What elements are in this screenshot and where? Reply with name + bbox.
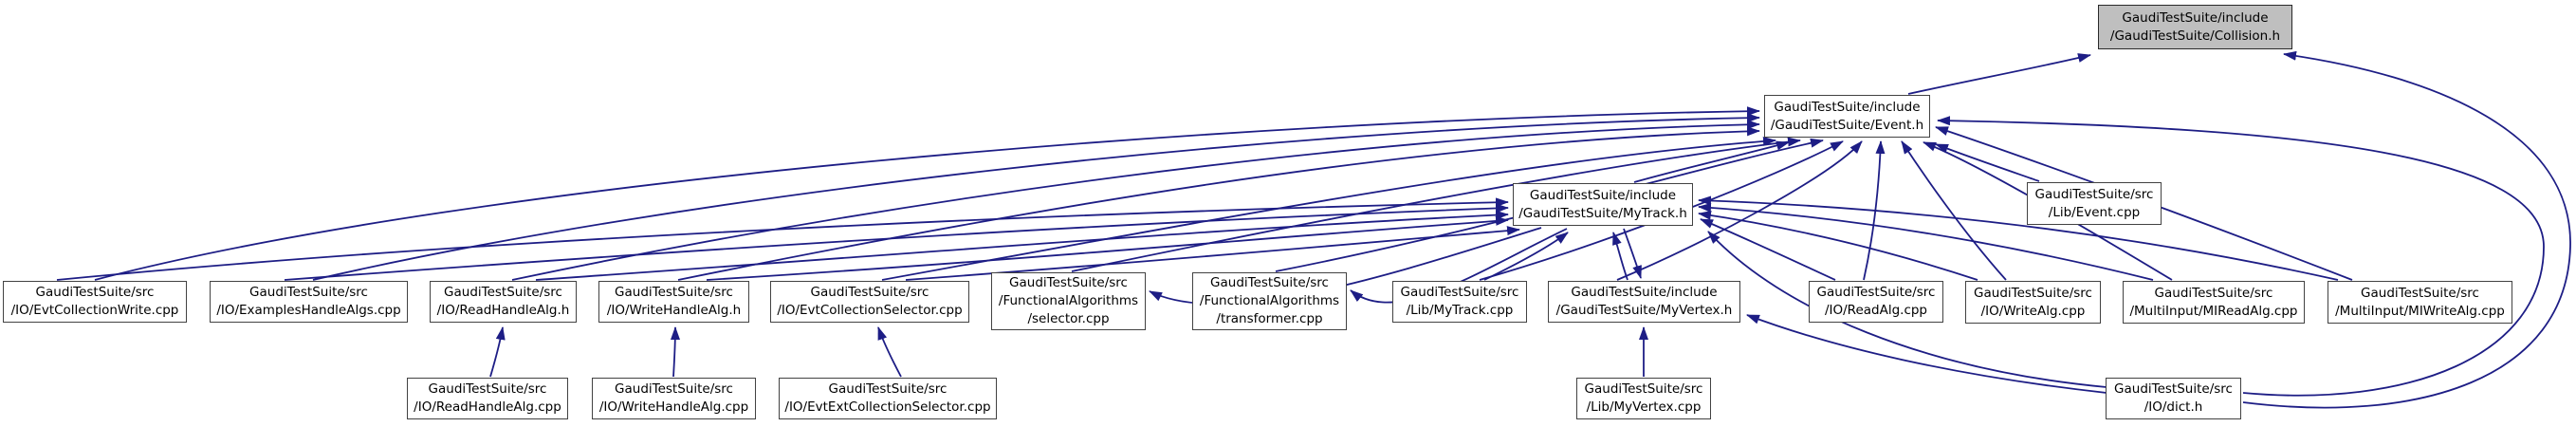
node-transformer-cpp[interactable]: GaudiTestSuite/src /FunctionalAlgorithms… [1192,272,1347,330]
node-label: GaudiTestSuite/src [2154,285,2273,301]
node-label: /MultiInput/MIWriteAlg.cpp [2335,303,2505,319]
edge-myvertex_h-to-event [1616,140,1863,281]
node-label: GaudiTestSuite/src [2034,186,2154,202]
node-label: /IO/WriteHandleAlg.h [606,303,742,318]
node-label: GaudiTestSuite/src [2114,381,2233,397]
node-collision-h[interactable]: GaudiTestSuite/include /GaudiTestSuite/C… [2098,5,2292,49]
node-io-dict-h[interactable]: GaudiTestSuite/src /IO/dict.h [2106,378,2241,419]
node-writealg-cpp[interactable]: GaudiTestSuite/src /IO/WriteAlg.cpp [1965,281,2101,324]
node-label: GaudiTestSuite/src [1400,285,1519,300]
node-label: GaudiTestSuite/include [1529,187,1677,203]
edge-myvertex_h-to-mytrack [1612,232,1628,281]
edge-evtcollectionwrite_cpp-to-mytrack [56,197,1509,281]
node-label: /IO/EvtCollectionSelector.cpp [777,303,963,318]
node-evtcollectionwrite-cpp[interactable]: GaudiTestSuite/src /IO/EvtCollectionWrit… [3,281,187,323]
node-label: /selector.cpp [1027,311,1110,326]
node-label: GaudiTestSuite/src [810,285,929,300]
edge-writealg_cpp-to-mytrack [1698,210,1978,281]
edge-writehandlealg_h-to-mytrack [706,215,1509,281]
edge-writehandlealg_cpp-to-writehandlealg_h [670,326,680,378]
node-label: /IO/EvtExtCollectionSelector.cpp [784,399,991,415]
node-event-h[interactable]: GaudiTestSuite/include /GaudiTestSuite/E… [1764,95,1930,138]
node-label: /Lib/MyVertex.cpp [1586,399,1702,415]
edge-readhandlealg_h-to-mytrack [535,210,1509,281]
node-label: GaudiTestSuite/src [1974,285,2092,301]
edge-dict_h-to-collision [2242,50,2571,409]
node-label: /FunctionalAlgorithms [1199,293,1340,308]
edge-dict_h-to-mytrack [1707,231,2107,388]
node-label: /GaudiTestSuite/Event.h [1770,117,1924,133]
edge-writealg_cpp-to-event [1901,140,2007,281]
node-label: GaudiTestSuite/src [1009,275,1128,290]
node-miwritealg-cpp[interactable]: GaudiTestSuite/src /MultiInput/MIWriteAl… [2328,281,2512,324]
edge-mytrack-to-myvertex_h [1623,228,1642,279]
node-label: /IO/ReadAlg.cpp [1824,303,1928,318]
node-readalg-cpp[interactable]: GaudiTestSuite/src /IO/ReadAlg.cpp [1809,281,1943,323]
node-label: GaudiTestSuite/src [35,285,155,300]
edge-dict_h-to-event [1937,116,2545,397]
edge-readalg_cpp-to-mytrack [1700,218,1836,281]
node-label: /GaudiTestSuite/Collision.h [2109,28,2281,44]
edge-readhandlealg_h-to-event [511,120,1760,281]
node-writehandlealg-h[interactable]: GaudiTestSuite/src /IO/WriteHandleAlg.h [598,281,749,323]
node-label: /IO/ExamplesHandleAlgs.cpp [216,303,401,318]
edge-dict_h-to-myvertex_h [1746,314,2107,394]
node-label: /IO/ReadHandleAlg.cpp [414,399,561,415]
node-label: /IO/WriteHandleAlg.cpp [598,399,749,415]
node-selector-cpp[interactable]: GaudiTestSuite/src /FunctionalAlgorithms… [991,272,1146,330]
edge-event-to-collision [1907,53,2091,95]
edge-evtcollectionselector_cpp-to-event [881,136,1776,281]
edge-exampleshandlealgs_cpp-to-mytrack [284,203,1509,281]
node-label: GaudiTestSuite/include [1774,99,1921,115]
node-label: /GaudiTestSuite/MyTrack.h [1518,205,1687,221]
node-label: /IO/ReadHandleAlg.h [436,303,570,318]
edge-exampleshandlealgs_cpp-to-event [312,113,1760,281]
node-myvertex-h[interactable]: GaudiTestSuite/include /GaudiTestSuite/M… [1548,281,1740,323]
node-label: GaudiTestSuite/src [1816,285,1936,300]
node-evtcollectionselector-cpp[interactable]: GaudiTestSuite/src /IO/EvtCollectionSele… [770,281,969,323]
node-label: /IO/WriteAlg.cpp [1980,303,2086,319]
edge-lib_event_cpp-to-event [1935,143,2040,182]
node-lib-mytrack-cpp[interactable]: GaudiTestSuite/src /Lib/MyTrack.cpp [1392,281,1527,323]
node-readhandlealg-h[interactable]: GaudiTestSuite/src /IO/ReadHandleAlg.h [430,281,577,323]
node-label: GaudiTestSuite/src [2361,285,2479,301]
node-label: GaudiTestSuite/src [444,285,562,300]
node-label: /Lib/Event.cpp [2048,204,2141,220]
node-label: GaudiTestSuite/src [1210,275,1329,290]
node-readhandlealg-cpp[interactable]: GaudiTestSuite/src /IO/ReadHandleAlg.cpp [407,378,568,419]
node-label: /MultiInput/MIReadAlg.cpp [2129,303,2298,319]
edge-readhandlealg_cpp-to-readhandlealg_h [489,326,506,378]
node-label: GaudiTestSuite/src [428,381,547,397]
edge-readalg_cpp-to-event [1863,140,1886,281]
node-label: /GaudiTestSuite/MyVertex.h [1555,303,1733,318]
node-label: GaudiTestSuite/src [249,285,368,300]
edge-evtcollectionwrite_cpp-to-event [94,106,1760,281]
node-mireadalg-cpp[interactable]: GaudiTestSuite/src /MultiInput/MIReadAlg… [2123,281,2305,324]
node-label: GaudiTestSuite/src [1584,381,1703,397]
node-lib-myvertex-cpp[interactable]: GaudiTestSuite/src /Lib/MyVertex.cpp [1576,378,1711,419]
node-label: /FunctionalAlgorithms [998,293,1139,308]
node-label: GaudiTestSuite/src [615,285,733,300]
node-label: GaudiTestSuite/src [828,381,948,397]
edge-mireadalg_cpp-to-mytrack [1698,202,2154,281]
node-label: GaudiTestSuite/src [615,381,733,397]
node-evtextcollectionselector-cpp[interactable]: GaudiTestSuite/src /IO/EvtExtCollectionS… [779,378,997,419]
edge-evtextcollectionselector_cpp-to-evtcollectionselector_cpp [877,326,902,378]
node-label: /IO/EvtCollectionWrite.cpp [10,303,179,318]
edge-miwritealg_cpp-to-mytrack [1698,195,2339,281]
node-label: /IO/dict.h [2144,399,2203,415]
node-lib-event-cpp[interactable]: GaudiTestSuite/src /Lib/Event.cpp [2027,182,2162,225]
edge-lib_mytrack_cpp-to-mytrack [1483,232,1569,281]
edge-selector_cpp-to-event [1071,137,1801,272]
node-label: /transformer.cpp [1216,311,1323,326]
edge-mytrack-to-event [1633,140,1790,183]
node-writehandlealg-cpp[interactable]: GaudiTestSuite/src /IO/WriteHandleAlg.cp… [592,378,756,419]
node-label: GaudiTestSuite/include [2122,9,2269,26]
node-mytrack-h[interactable]: GaudiTestSuite/include /GaudiTestSuite/M… [1513,183,1693,226]
node-label: GaudiTestSuite/include [1571,285,1718,300]
node-exampleshandlealgs-cpp[interactable]: GaudiTestSuite/src /IO/ExamplesHandleAlg… [210,281,408,323]
node-label: /Lib/MyTrack.cpp [1406,303,1514,318]
edge-writehandlealg_h-to-event [677,126,1760,281]
